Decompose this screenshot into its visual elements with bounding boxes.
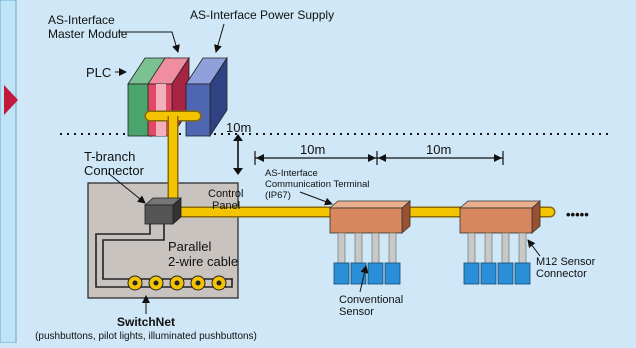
red-pointer-arrow xyxy=(4,85,18,115)
conventional-sensor-label-line1: Conventional xyxy=(339,294,403,306)
power-supply-label: AS-Interface Power Supply xyxy=(190,8,334,22)
communication-terminal-2 xyxy=(458,200,542,234)
sensor xyxy=(463,232,480,285)
switchnet-button xyxy=(211,275,227,291)
m12-sensors xyxy=(463,232,531,285)
comm-terminal-pointer xyxy=(299,191,333,206)
sensor xyxy=(384,232,401,285)
t-branch-label-line2: Connector xyxy=(84,163,145,178)
parallel-cable-label-line2: 2-wire cable xyxy=(168,254,238,269)
comm-terminal-label-line1: AS-Interface xyxy=(265,168,318,179)
master-module-label-line1: AS-Interface xyxy=(48,13,115,27)
power-supply-pointer xyxy=(214,23,225,53)
parallel-two-wire-cable xyxy=(95,224,233,288)
plc-label: PLC xyxy=(86,65,111,80)
communication-terminal-1 xyxy=(328,200,412,234)
conventional-sensor-label-line2: Sensor xyxy=(339,306,374,318)
segment-2-label: 10m xyxy=(426,142,451,157)
comm-terminal-label-line3: (IP67) xyxy=(265,190,291,201)
m12-connector-label-line2: Connector xyxy=(536,268,587,280)
switchnet-title: SwitchNet xyxy=(117,315,175,329)
control-panel-label-line2: Panel xyxy=(212,200,240,212)
switchnet-buttons xyxy=(127,275,227,291)
continuation-ellipsis: ••••• xyxy=(566,207,589,222)
sensor xyxy=(333,232,350,285)
power-supply-module xyxy=(185,83,211,137)
conventional-sensor-pointer xyxy=(359,265,369,293)
switchnet-subtitle: (pushbuttons, pilot lights, illuminated … xyxy=(35,331,257,342)
switchnet-button xyxy=(169,275,185,291)
t-branch-label-line1: T-branch xyxy=(84,149,135,164)
m12-connector-label-line1: M12 Sensor xyxy=(536,256,596,268)
control-panel-label-line1: Control xyxy=(208,188,243,200)
comm-terminal-label-line2: Communication Terminal xyxy=(265,179,369,190)
vertical-dimension xyxy=(233,134,243,175)
m12-connector-pointer xyxy=(527,239,541,257)
vertical-distance-label: 10m xyxy=(226,120,251,135)
switchnet-button xyxy=(127,275,143,291)
switchnet-button xyxy=(148,275,164,291)
t-branch-connector xyxy=(143,197,183,225)
conventional-sensors xyxy=(333,232,401,285)
t-branch-pointer xyxy=(107,172,146,204)
sensor xyxy=(514,232,531,285)
sensor xyxy=(497,232,514,285)
dimension-arrowheads xyxy=(256,154,502,162)
sensor xyxy=(480,232,497,285)
switchnet-button xyxy=(190,275,206,291)
left-side-strip xyxy=(0,0,17,344)
master-module-pointer xyxy=(118,31,180,53)
sensor xyxy=(367,232,384,285)
parallel-cable-label-line1: Parallel xyxy=(168,239,211,254)
segment-1-label: 10m xyxy=(300,142,325,157)
horizontal-dimensions xyxy=(254,151,504,165)
master-module-label-line2: Master Module xyxy=(48,27,128,41)
